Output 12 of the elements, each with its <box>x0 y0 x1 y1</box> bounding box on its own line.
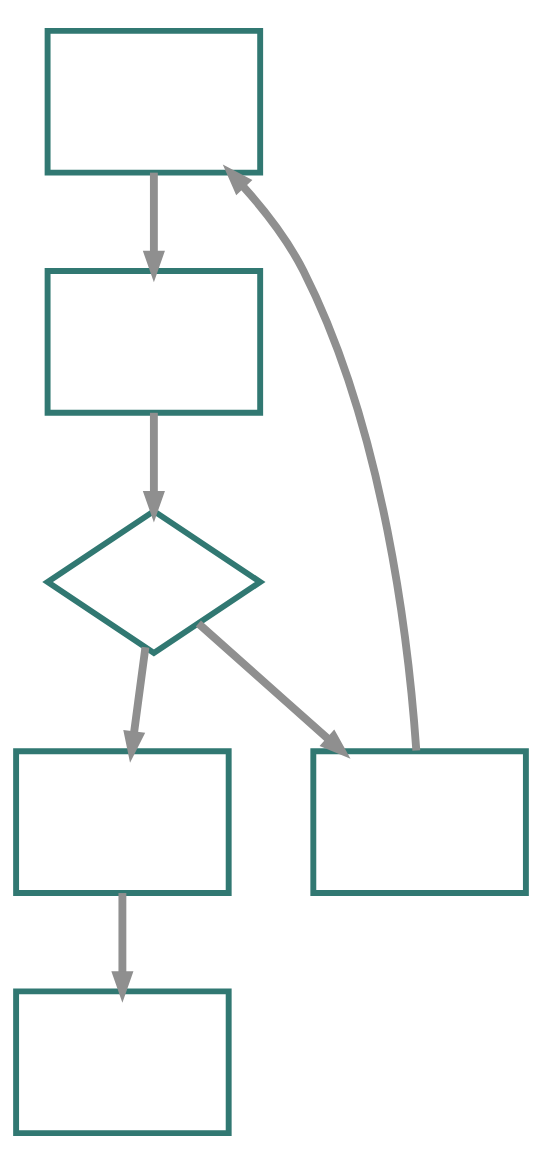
arrow <box>142 412 165 523</box>
node-box <box>310 748 529 896</box>
arrow <box>111 893 134 1003</box>
node-box <box>44 27 264 176</box>
node-box <box>13 988 232 1137</box>
node-diamond <box>42 507 266 657</box>
arrow <box>222 164 421 751</box>
node-box <box>44 268 264 416</box>
arrow <box>195 620 351 759</box>
arrow <box>142 172 165 283</box>
node-box <box>13 748 232 896</box>
arrow <box>123 646 150 763</box>
